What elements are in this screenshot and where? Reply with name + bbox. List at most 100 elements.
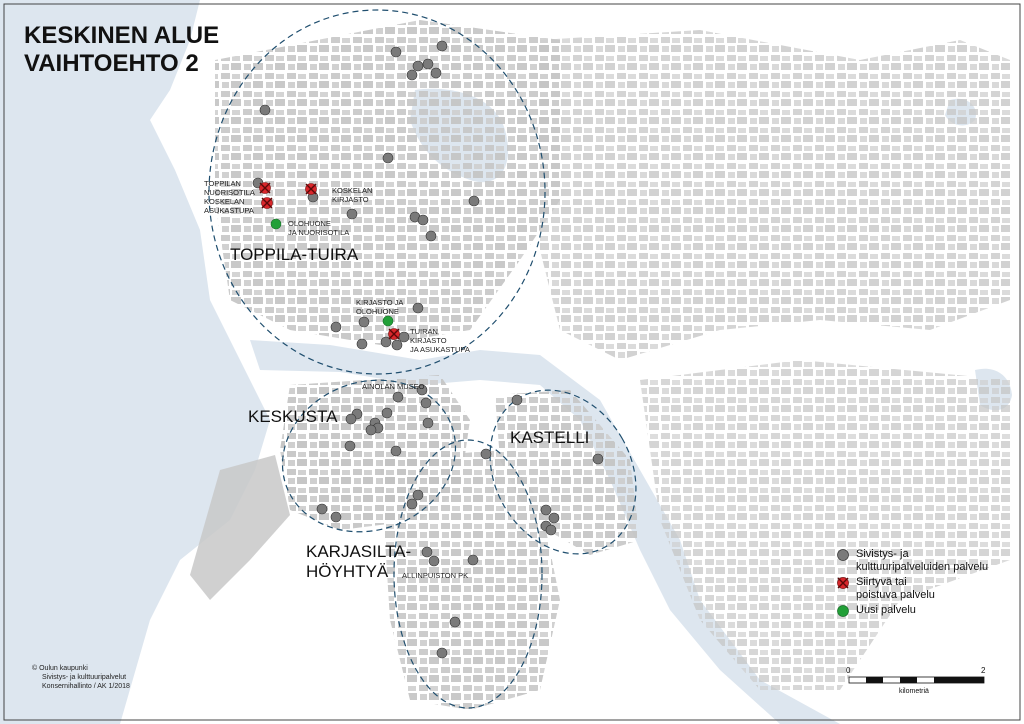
poi-label-koskelan-asu-1: KOSKELAN — [204, 197, 244, 206]
green-circle-icon — [837, 605, 849, 617]
service-marker[interactable] — [380, 336, 392, 348]
outline-karjasilta — [393, 439, 543, 709]
service-marker[interactable] — [436, 40, 448, 52]
area-label-kastelli: KASTELLI — [510, 428, 589, 447]
poi-label-koskelan-kir-2: KIRJASTO — [332, 195, 369, 204]
legend: Sivistys- ja kulttuuripalveluiden palvel… — [836, 548, 988, 620]
service-marker[interactable] — [316, 503, 328, 515]
poi-label-olohuone-2: JA NUORISOTILA — [288, 228, 349, 237]
service-marker[interactable] — [545, 524, 557, 536]
service-marker[interactable] — [548, 512, 560, 524]
moving-service-marker-koskelan-asukastupa[interactable] — [261, 197, 273, 209]
service-marker[interactable] — [381, 407, 393, 419]
scale-bar: 0 2 kilometriä — [846, 666, 986, 695]
new-service-marker-kirjasto[interactable] — [382, 315, 394, 327]
map-title-line1: KESKINEN ALUE — [24, 22, 220, 49]
service-marker[interactable] — [467, 554, 479, 566]
poi-label-tuiran-2: KIRJASTO — [410, 336, 447, 345]
poi-label-allinpuiston: ALLINPUISTON PK — [402, 571, 468, 580]
legend-text-new: Uusi palvelu — [856, 604, 916, 616]
service-marker[interactable] — [391, 339, 403, 351]
credits-line3: Konsernihallinto / AK 1/2018 — [42, 683, 130, 690]
grey-circle-icon — [837, 549, 849, 561]
service-marker[interactable] — [406, 69, 418, 81]
service-marker[interactable] — [412, 489, 424, 501]
urban-area-west-harbour — [190, 455, 290, 600]
service-marker[interactable] — [330, 511, 342, 523]
moving-service-marker-toppilan[interactable] — [259, 182, 271, 194]
urban-area-kastelli — [495, 390, 640, 555]
poi-label-toppilan-2: NUORISOTILA — [204, 188, 255, 197]
service-marker[interactable] — [346, 208, 358, 220]
service-marker[interactable] — [422, 417, 434, 429]
map-title-line2: VAIHTOEHTO 2 — [24, 50, 199, 77]
service-marker[interactable] — [480, 448, 492, 460]
service-marker[interactable] — [416, 384, 428, 396]
area-label-karjasilta-2: HÖYHTYÄ — [306, 562, 389, 581]
poi-label-olohuone-1: OLOHUONE — [288, 219, 331, 228]
map-title: KESKINEN ALUE VAIHTOEHTO 2 — [24, 22, 219, 78]
area-label-karjasilta-1: KARJASILTA- — [306, 542, 411, 561]
service-marker[interactable] — [425, 230, 437, 242]
poi-label-kirjasto-2: OLOHUONE — [356, 307, 399, 316]
poi-label-tuiran-3: JA ASUKASTUPA — [410, 345, 470, 354]
service-marker[interactable] — [412, 302, 424, 314]
scale-unit: kilometriä — [899, 688, 929, 695]
scale-start: 0 — [846, 666, 851, 675]
service-marker[interactable] — [365, 424, 377, 436]
service-marker[interactable] — [430, 67, 442, 79]
new-service-marker-olohuone[interactable] — [270, 218, 282, 230]
legend-row-moving: Siirtyvä tai poistuva palvelu — [836, 576, 988, 602]
service-marker[interactable] — [344, 440, 356, 452]
area-label-toppila-tuira: TOPPILA-TUIRA — [230, 245, 359, 264]
poi-label-toppilan-1: TOPPILAN — [204, 179, 241, 188]
credits-line2: Sivistys- ja kulttuuripalvelut — [42, 674, 127, 681]
area-label-keskusta: KESKUSTA — [248, 407, 338, 426]
service-marker[interactable] — [390, 46, 402, 58]
service-marker[interactable] — [398, 331, 410, 343]
service-marker[interactable] — [330, 321, 342, 333]
urban-area-east — [640, 360, 1010, 690]
service-marker[interactable] — [406, 498, 418, 510]
service-marker[interactable] — [468, 195, 480, 207]
moving-service-marker-koskelan-kirjasto[interactable] — [305, 183, 317, 195]
credits-line1: © Oulun kaupunki — [32, 665, 88, 672]
service-marker[interactable] — [356, 338, 368, 350]
urban-area-toppila — [215, 20, 560, 345]
service-marker[interactable] — [382, 152, 394, 164]
service-marker[interactable] — [345, 413, 357, 425]
service-marker[interactable] — [392, 391, 404, 403]
service-marker[interactable] — [358, 316, 370, 328]
legend-text-existing: Sivistys- ja kulttuuripalveluiden palvel… — [856, 548, 989, 573]
legend-text-moving: Siirtyvä tai poistuva palvelu — [856, 576, 935, 601]
legend-row-new: Uusi palvelu — [836, 604, 988, 618]
service-marker[interactable] — [422, 58, 434, 70]
scale-end: 2 — [981, 666, 986, 675]
service-marker[interactable] — [592, 453, 604, 465]
service-marker[interactable] — [390, 445, 402, 457]
poi-label-ainolan: AINOLAN MUSEO — [362, 382, 425, 391]
poi-label-kirjasto-1: KIRJASTO JA — [356, 298, 403, 307]
service-marker[interactable] — [421, 546, 433, 558]
poi-label-koskelan-asu-2: ASUKASTUPA — [204, 206, 254, 215]
outline-toppila-tuira — [208, 9, 546, 375]
moving-service-marker-tuiran[interactable] — [388, 328, 400, 340]
service-marker[interactable] — [420, 397, 432, 409]
credits: © Oulun kaupunki Sivistys- ja kulttuurip… — [32, 664, 130, 691]
service-marker[interactable] — [436, 647, 448, 659]
red-crossed-circle-icon — [837, 577, 849, 589]
service-marker[interactable] — [259, 104, 271, 116]
service-marker[interactable] — [428, 555, 440, 567]
service-marker[interactable] — [417, 214, 429, 226]
urban-area-south — [380, 450, 560, 710]
sea-area — [0, 0, 270, 724]
service-marker[interactable] — [511, 394, 523, 406]
river-oulujoki — [250, 340, 840, 724]
service-marker[interactable] — [449, 616, 461, 628]
poi-label-tuiran-1: TUIRAN — [410, 327, 438, 336]
service-marker[interactable] — [540, 504, 552, 516]
outline-keskusta — [281, 379, 457, 533]
service-marker[interactable] — [412, 60, 424, 72]
legend-row-existing: Sivistys- ja kulttuuripalveluiden palvel… — [836, 548, 988, 574]
